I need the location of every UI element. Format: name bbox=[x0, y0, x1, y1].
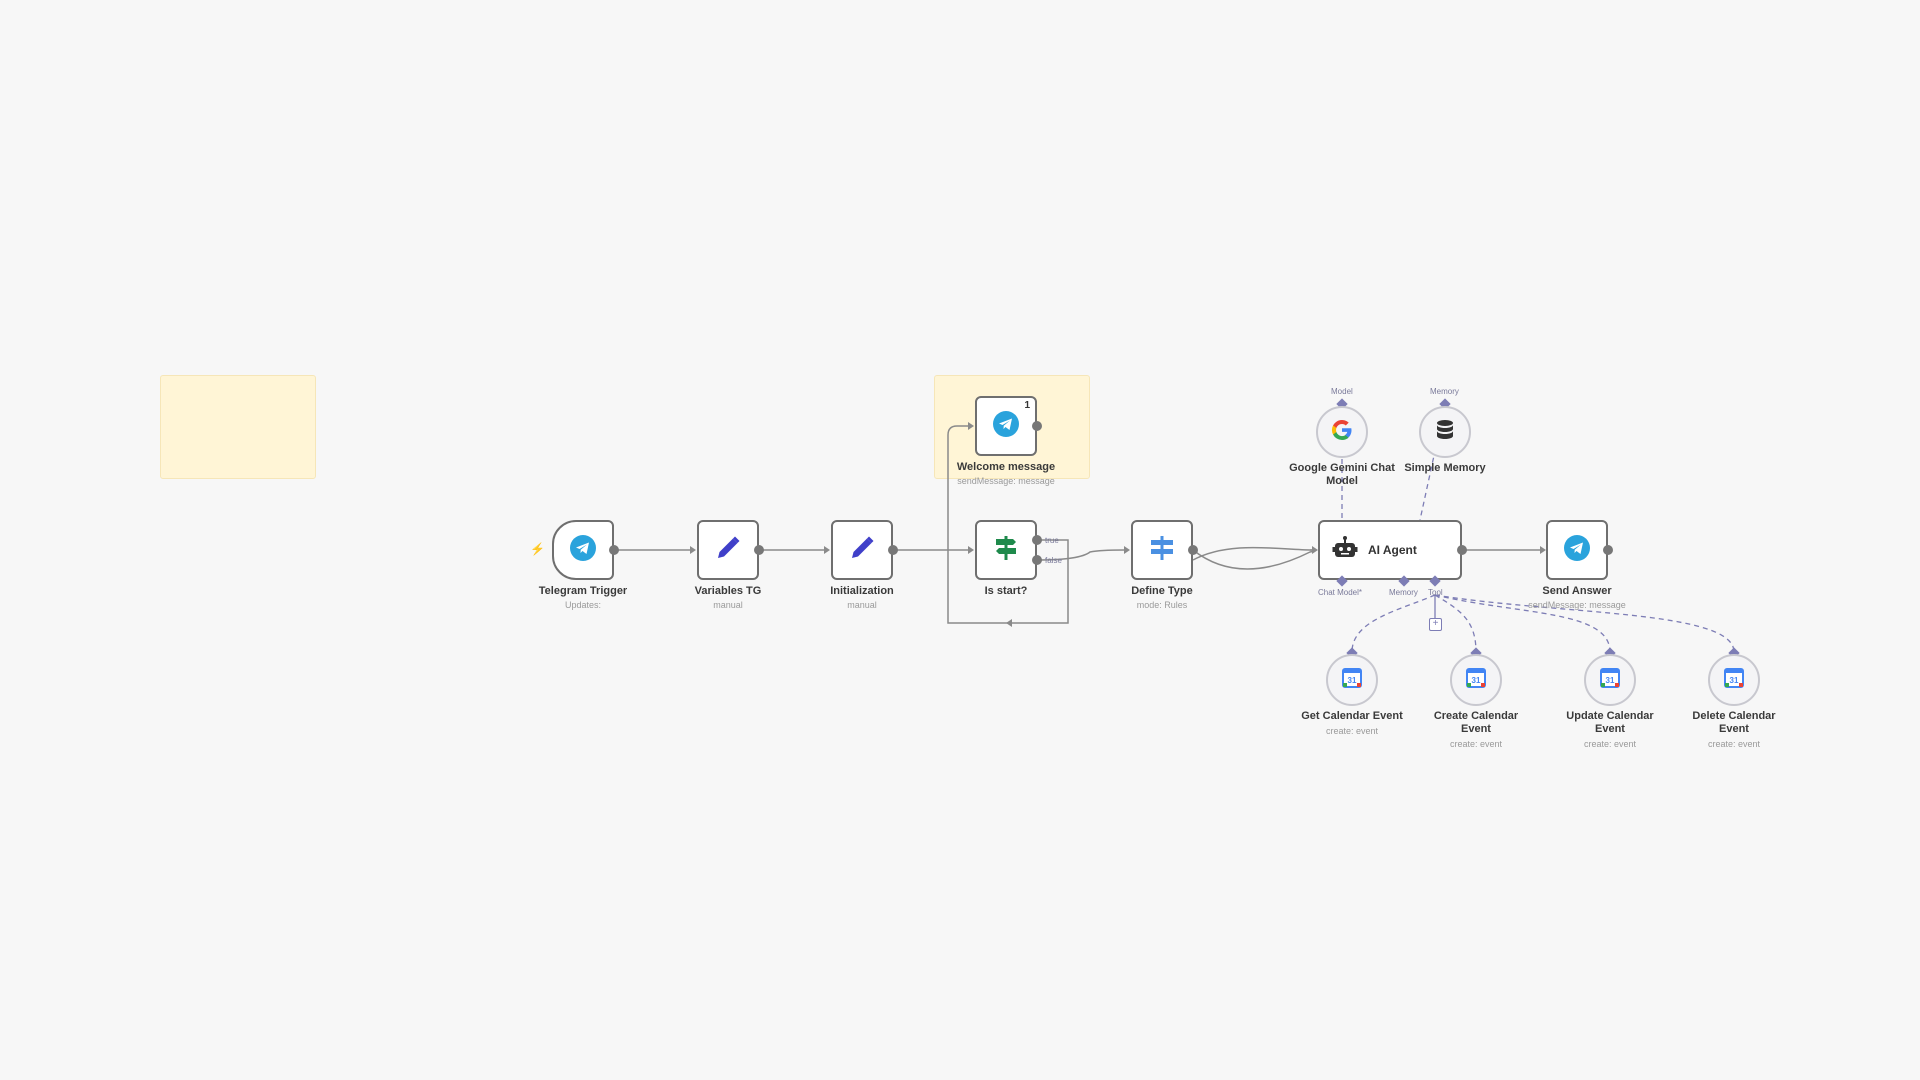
connection-definetype-to-agent-main bbox=[1192, 546, 1313, 561]
output-handle-send-answer[interactable] bbox=[1603, 545, 1613, 555]
node-ai-agent[interactable]: AI Agent bbox=[1318, 520, 1462, 580]
sticky-note-left[interactable] bbox=[160, 375, 316, 479]
google-calendar-icon: 31 bbox=[1342, 667, 1362, 693]
node-subtitle-initialization: manual bbox=[847, 600, 877, 610]
node-simple-memory[interactable] bbox=[1419, 406, 1471, 458]
output-handle-initialization[interactable] bbox=[888, 545, 898, 555]
port-label-memory-node: Memory bbox=[1430, 387, 1459, 396]
pencil-icon bbox=[848, 534, 876, 567]
output-handle-is-start-true[interactable] bbox=[1032, 535, 1042, 545]
node-title-update-calendar-event: Update Calendar Event bbox=[1566, 710, 1654, 735]
port-label-memory: Memory bbox=[1389, 588, 1418, 597]
telegram-icon bbox=[570, 534, 596, 566]
node-title-welcome-message: Welcome message bbox=[956, 461, 1056, 473]
node-subtitle-variables-tg: manual bbox=[713, 600, 743, 610]
node-subtitle-update-calendar-event: create: event bbox=[1583, 739, 1637, 749]
node-initialization[interactable] bbox=[831, 520, 893, 580]
node-subtitle-define-type: mode: Rules bbox=[1136, 600, 1188, 610]
node-define-type[interactable] bbox=[1131, 520, 1193, 580]
node-subtitle-welcome-message: sendMessage: message bbox=[957, 476, 1055, 486]
google-calendar-icon: 31 bbox=[1600, 667, 1620, 693]
output-handle-variables-tg[interactable] bbox=[754, 545, 764, 555]
add-tool-button[interactable]: + bbox=[1429, 618, 1442, 631]
node-title-ai-agent: AI Agent bbox=[1368, 543, 1417, 557]
output-handle-welcome-message[interactable] bbox=[1032, 421, 1042, 431]
google-calendar-icon: 31 bbox=[1466, 667, 1486, 693]
pencil-icon bbox=[714, 534, 742, 567]
trigger-bolt-icon: ⚡ bbox=[530, 542, 545, 556]
node-google-gemini[interactable] bbox=[1316, 406, 1368, 458]
telegram-icon bbox=[1564, 534, 1590, 566]
database-icon bbox=[1435, 419, 1455, 446]
node-title-telegram-trigger: Telegram Trigger bbox=[538, 585, 628, 597]
node-variables-tg[interactable] bbox=[697, 520, 759, 580]
svg-text:31: 31 bbox=[1606, 676, 1615, 685]
output-handle-telegram-trigger[interactable] bbox=[609, 545, 619, 555]
node-subtitle-delete-calendar-event: create: event bbox=[1707, 739, 1761, 749]
node-subtitle-send-answer: sendMessage: message bbox=[1528, 600, 1626, 610]
port-label-tool: Tool bbox=[1428, 588, 1443, 597]
if-signpost-icon bbox=[992, 534, 1020, 567]
node-title-delete-calendar-event: Delete Calendar Event bbox=[1692, 710, 1776, 735]
node-create-calendar-event[interactable]: 31 bbox=[1450, 654, 1502, 706]
output-label-false: false bbox=[1045, 556, 1062, 565]
node-telegram-trigger[interactable] bbox=[552, 520, 614, 580]
execution-count-badge: 1 bbox=[1024, 400, 1030, 411]
switch-icon bbox=[1148, 534, 1176, 567]
port-label-chat-model: Chat Model* bbox=[1318, 588, 1363, 597]
node-is-start[interactable] bbox=[975, 520, 1037, 580]
node-delete-calendar-event[interactable]: 31 bbox=[1708, 654, 1760, 706]
output-label-true: true bbox=[1045, 536, 1059, 545]
node-title-initialization: Initialization bbox=[830, 585, 894, 597]
svg-text:31: 31 bbox=[1730, 676, 1739, 685]
node-update-calendar-event[interactable]: 31 bbox=[1584, 654, 1636, 706]
telegram-icon bbox=[993, 410, 1019, 442]
node-subtitle-create-calendar-event: create: event bbox=[1449, 739, 1503, 749]
node-send-answer[interactable] bbox=[1546, 520, 1608, 580]
node-title-simple-memory: Simple Memory bbox=[1404, 462, 1486, 474]
node-title-define-type: Define Type bbox=[1131, 585, 1193, 597]
node-title-variables-tg: Variables TG bbox=[694, 585, 762, 597]
output-handle-is-start-false[interactable] bbox=[1032, 555, 1042, 565]
output-handle-ai-agent[interactable] bbox=[1457, 545, 1467, 555]
node-title-create-calendar-event: Create Calendar Event bbox=[1433, 710, 1519, 735]
output-handle-define-type[interactable] bbox=[1188, 545, 1198, 555]
svg-text:31: 31 bbox=[1348, 676, 1357, 685]
ai-connection-tool-get bbox=[1351, 594, 1436, 653]
node-subtitle-telegram-trigger: Updates: bbox=[564, 600, 602, 610]
google-icon bbox=[1331, 419, 1353, 446]
node-title-send-answer: Send Answer bbox=[1542, 585, 1612, 597]
connection-definetype-to-agent bbox=[1192, 549, 1317, 570]
port-label-model: Model bbox=[1331, 387, 1353, 396]
robot-icon bbox=[1332, 535, 1358, 566]
node-get-calendar-event[interactable]: 31 bbox=[1326, 654, 1378, 706]
node-subtitle-get-calendar-event: create: event bbox=[1325, 726, 1379, 736]
node-title-google-gemini: Google Gemini Chat Model bbox=[1289, 462, 1395, 487]
node-title-is-start: Is start? bbox=[984, 585, 1028, 597]
node-welcome-message[interactable]: 1 bbox=[975, 396, 1037, 456]
node-title-get-calendar-event: Get Calendar Event bbox=[1301, 710, 1403, 722]
google-calendar-icon: 31 bbox=[1724, 667, 1744, 693]
svg-text:31: 31 bbox=[1472, 676, 1481, 685]
